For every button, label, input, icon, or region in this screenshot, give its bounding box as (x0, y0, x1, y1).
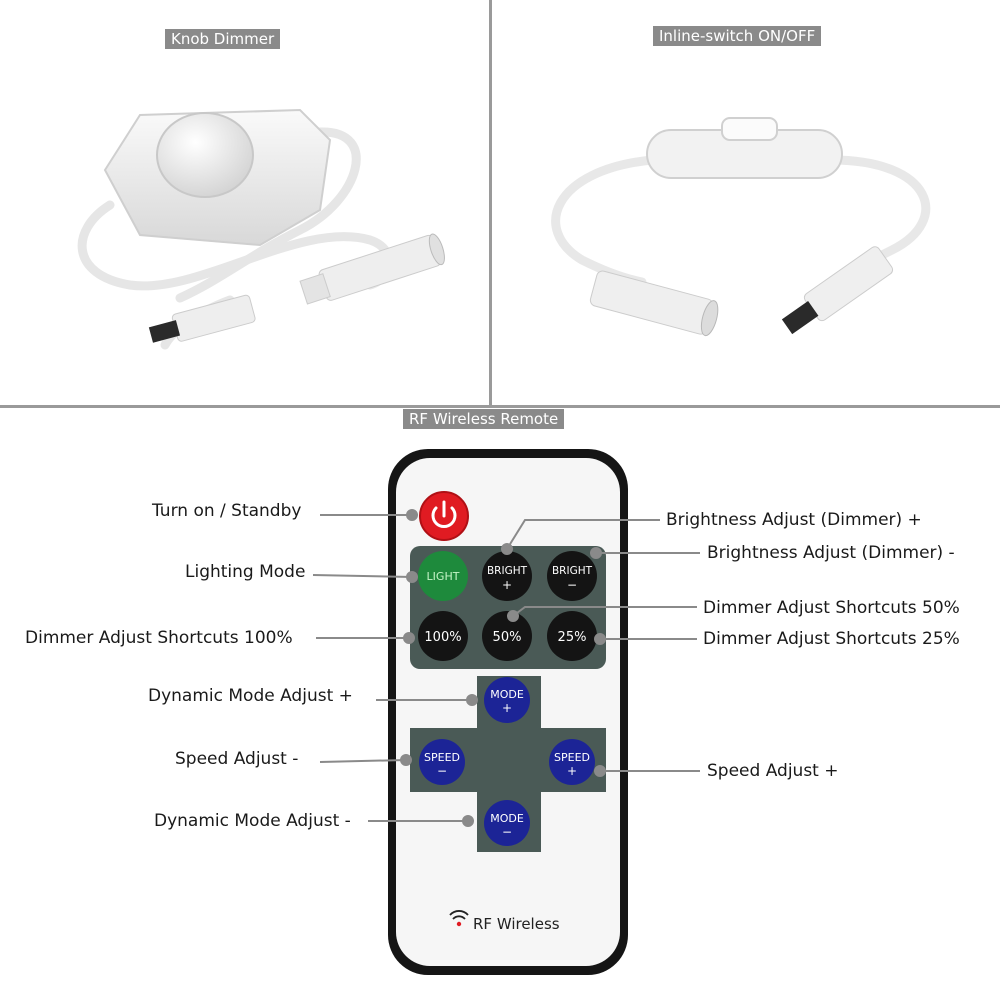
dimmer-50-button[interactable]: 50% (482, 611, 532, 661)
callout-dimmer-100: Dimmer Adjust Shortcuts 100% (25, 628, 293, 648)
dimmer-100-label: 100% (424, 630, 461, 645)
callout-brightness-minus: Brightness Adjust (Dimmer) - (707, 543, 955, 563)
speed-plus-label: SPEED (554, 751, 590, 764)
callout-brightness-plus: Brightness Adjust (Dimmer) + (666, 510, 922, 530)
callout-lighting-mode: Lighting Mode (185, 562, 306, 582)
callout-speed-minus: Speed Adjust - (175, 749, 299, 769)
mode-minus-label: MODE (490, 812, 524, 825)
dimmer-50-label: 50% (493, 630, 522, 645)
callout-speed-plus: Speed Adjust + (707, 761, 839, 781)
brand-label: RF Wireless (473, 915, 560, 933)
mode-minus-button[interactable]: MODE − (484, 800, 530, 846)
bright-plus-label: BRIGHT (487, 565, 528, 577)
mode-plus-label: MODE (490, 688, 524, 701)
callout-dynamic-mode-minus: Dynamic Mode Adjust - (154, 811, 351, 831)
inline-switch-tag: Inline-switch ON/OFF (653, 26, 822, 46)
callout-dimmer-50: Dimmer Adjust Shortcuts 50% (703, 598, 960, 618)
dimmer-25-label: 25% (558, 630, 587, 645)
mode-plus-button[interactable]: MODE + (484, 677, 530, 723)
bright-minus-sign: − (567, 578, 577, 592)
horizontal-divider (0, 405, 1000, 408)
knob-dimmer-tag: Knob Dimmer (165, 29, 281, 49)
speed-minus-sign: − (437, 764, 447, 778)
callout-dynamic-mode-plus: Dynamic Mode Adjust + (148, 686, 353, 706)
rf-remote-tag: RF Wireless Remote (403, 409, 565, 429)
bright-plus-sign: + (502, 578, 512, 592)
vertical-divider (489, 0, 492, 407)
speed-plus-button[interactable]: SPEED + (549, 739, 595, 785)
dimmer-25-button[interactable]: 25% (547, 611, 597, 661)
mode-plus-sign: + (502, 701, 512, 715)
inline-switch-image (551, 117, 931, 337)
callout-lines (312, 509, 700, 827)
bright-minus-label: BRIGHT (552, 565, 593, 577)
light-button-label: LIGHT (427, 570, 460, 583)
callout-turn-on-standby: Turn on / Standby (152, 501, 302, 521)
callout-dimmer-25: Dimmer Adjust Shortcuts 25% (703, 629, 960, 649)
light-button[interactable]: LIGHT (418, 551, 468, 601)
bright-minus-button[interactable]: BRIGHT − (547, 551, 597, 601)
power-button[interactable] (419, 491, 469, 541)
speed-minus-button[interactable]: SPEED − (419, 739, 465, 785)
dimmer-100-button[interactable]: 100% (418, 611, 468, 661)
bright-plus-button[interactable]: BRIGHT + (482, 551, 532, 601)
knob-dimmer-image (77, 108, 445, 350)
mode-minus-sign: − (502, 825, 512, 839)
speed-minus-label: SPEED (424, 751, 460, 764)
wireless-icon (449, 910, 469, 927)
speed-plus-sign: + (567, 764, 577, 778)
